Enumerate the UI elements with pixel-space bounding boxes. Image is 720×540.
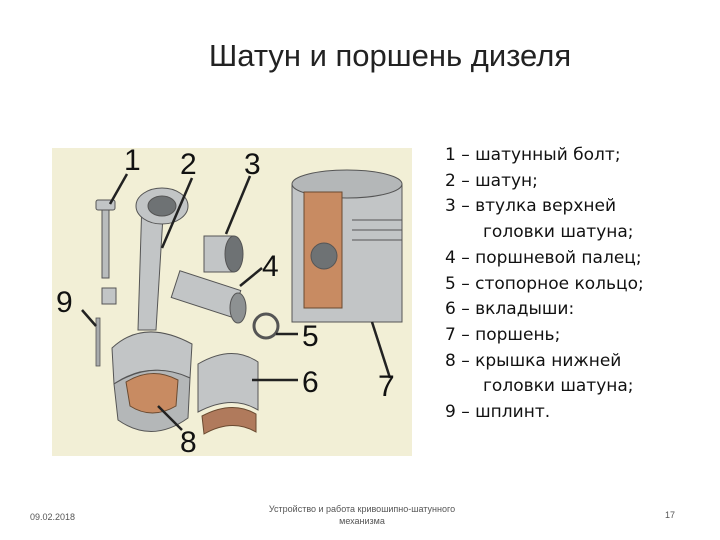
leader-lines [81,173,392,431]
legend-item-6: 6 – вкладыши: [445,299,575,320]
callout-1: 1 [124,148,141,177]
callouts: 1 2 3 4 5 6 7 8 9 [56,148,395,456]
bearing-shells [197,353,259,435]
legend-item-1: 1 – шатунный болт; [445,145,621,165]
slide-title: Шатун и поршень дизеля [208,38,572,73]
legend-item-5: 5 – стопорное кольцо; [445,273,644,294]
callout-3: 3 [244,148,261,181]
lower-head-cap [113,369,191,432]
legend-item-2: 2 – шатун; [445,170,538,191]
legend-item-4: 4 – поршневой палец; [445,247,642,268]
cotter-pin [95,287,117,367]
small-end-bushing [203,235,244,273]
parts-legend: 1 – шатунный болт; 2 – шатун; 3 – втулка… [445,143,710,426]
legend-item-7: 7 – поршень; [445,324,561,345]
callout-2: 2 [180,148,197,181]
legend-item-3: 3 – втулка верхней головки шатуна; [445,196,634,243]
footer-subject: Устройство и работа кривошипно-шатунного… [268,504,456,526]
callout-8: 8 [180,426,197,456]
piston [291,169,403,323]
piston-rod-illustration: 1 2 3 4 5 6 7 8 9 [52,148,412,456]
footer-date: 09.02.2018 [30,512,76,522]
callout-9: 9 [56,286,73,319]
piston-pin [170,270,247,324]
callout-5: 5 [302,320,319,353]
page-number: 17 [665,510,676,520]
legend-item-9: 9 – шплинт. [445,402,551,423]
callout-6: 6 [302,366,319,399]
assembly-diagram: 1 2 3 4 5 6 7 8 9 [52,148,412,456]
callout-4: 4 [262,250,279,283]
snap-ring [252,312,280,340]
legend-item-8: 8 – крышка нижней головки шатуна; [445,350,634,397]
callout-7: 7 [378,370,395,403]
